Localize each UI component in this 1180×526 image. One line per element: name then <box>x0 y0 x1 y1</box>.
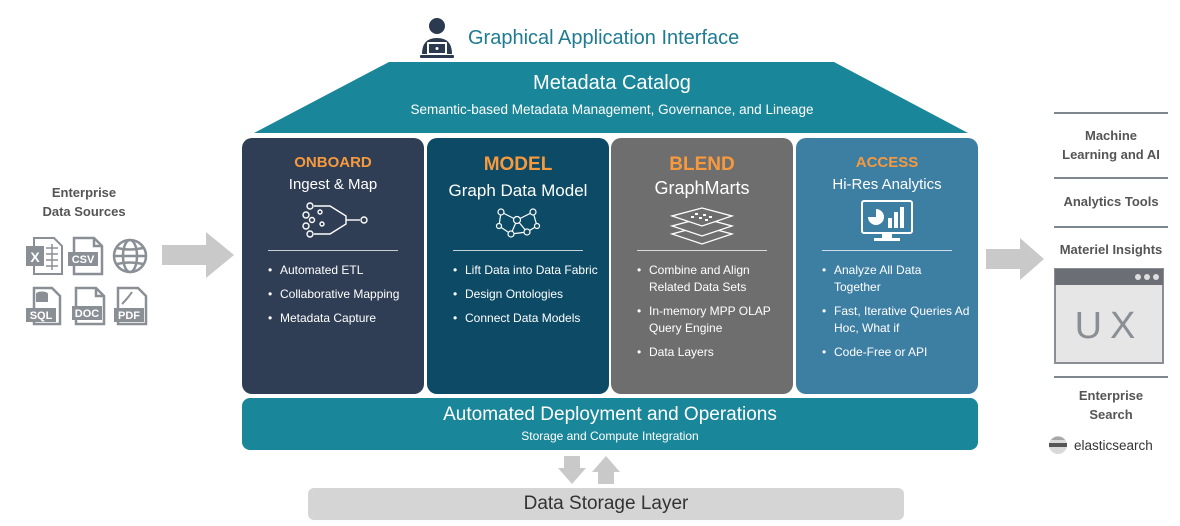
output-label-line: Learning and AI <box>1062 147 1160 162</box>
user-laptop-icon <box>420 18 454 58</box>
pillar-divider <box>268 250 398 251</box>
output-label-line: Enterprise <box>1078 388 1144 403</box>
deployment-title: Automated Deployment and Operations <box>443 404 777 425</box>
pillar-bullets: Lift Data into Data Fabric Design Ontolo… <box>453 262 601 334</box>
bullet-item: Analyze All Data Together <box>822 262 970 296</box>
pillar-divider <box>822 250 952 251</box>
analytics-monitor-icon <box>861 200 913 241</box>
metadata-catalog: Metadata Catalog Semantic-based Metadata… <box>246 70 978 117</box>
bullet-item: Metadata Capture <box>268 310 416 327</box>
pillar-onboard: ONBOARD Ingest & Map Automated ETL Colla… <box>242 138 424 394</box>
output-arrow-icon <box>986 238 1044 280</box>
output-materiel-insights: Materiel Insights <box>1059 242 1163 257</box>
pdf-file-icon: PDF <box>114 286 148 326</box>
file-type-label: CSV <box>72 254 95 266</box>
bullet-item: Connect Data Models <box>453 310 601 327</box>
globe-icon <box>112 238 148 274</box>
deployment-bar: Automated Deployment and Operations Stor… <box>242 398 978 450</box>
elasticsearch-label: elasticsearch <box>1074 437 1153 453</box>
bullet-item: Data Layers <box>637 344 785 361</box>
bullet-item: Automated ETL <box>268 262 416 279</box>
pillar-model: MODEL Graph Data Model Lift Data into Da… <box>427 138 609 394</box>
output-machine-learning: Machine Learning and AI <box>1050 126 1172 164</box>
csv-file-icon: CSV <box>68 236 104 276</box>
bullet-item: Collaborative Mapping <box>268 286 416 303</box>
pillar-heading: ACCESS <box>855 154 919 171</box>
sources-title-line: Enterprise <box>51 185 117 200</box>
stacked-layers-icon <box>669 207 735 245</box>
output-analytics-tools: Analytics Tools <box>1063 194 1159 209</box>
file-type-label: SQL <box>30 310 53 322</box>
file-type-label: DOC <box>75 308 100 320</box>
funnel-icon <box>302 202 368 238</box>
graph-network-icon <box>495 208 541 238</box>
bullet-item: Lift Data into Data Fabric <box>453 262 601 279</box>
output-divider <box>1054 226 1168 228</box>
pillar-bullets: Combine and Align Related Data Sets In-m… <box>637 262 785 368</box>
pillar-divider <box>637 250 767 251</box>
file-type-label: PDF <box>118 310 140 322</box>
pillar-subheading: Ingest & Map <box>288 176 378 193</box>
pillar-heading: BLEND <box>669 154 735 175</box>
output-divider <box>1054 177 1168 179</box>
bullet-item: Fast, Iterative Queries Ad Hoc, What if <box>822 303 970 337</box>
pillar-access: ACCESS Hi-Res Analytics Analyze All Data… <box>796 138 978 394</box>
bullet-item: Code-Free or API <box>822 344 970 361</box>
pillar-blend: BLEND GraphMarts Combine and Align Relat… <box>611 138 793 394</box>
deployment-subtitle: Storage and Compute Integration <box>521 429 699 443</box>
output-divider <box>1054 376 1168 378</box>
bidirectional-arrows-icon <box>558 456 620 484</box>
ux-label: UX <box>1075 305 1144 347</box>
output-enterprise-search: Enterprise Search <box>1050 386 1172 424</box>
input-arrow-icon <box>162 232 234 278</box>
catalog-subtitle: Semantic-based Metadata Management, Gove… <box>410 102 814 117</box>
file-type-label: X <box>30 249 40 265</box>
pillar-heading: ONBOARD <box>294 154 372 171</box>
app-interface-header: Graphical Application Interface <box>418 16 739 60</box>
pillar-subheading: GraphMarts <box>654 178 750 198</box>
ux-window-icon: UX <box>1054 268 1164 364</box>
bullet-item: Combine and Align Related Data Sets <box>637 262 785 296</box>
pillar-bullets: Analyze All Data Together Fast, Iterativ… <box>822 262 970 368</box>
output-label-line: Machine <box>1084 128 1137 143</box>
catalog-title: Metadata Catalog <box>533 72 691 94</box>
pillar-subheading: Graph Data Model <box>448 181 588 200</box>
sql-file-icon: SQL <box>26 286 62 326</box>
pillar-heading: MODEL <box>483 154 553 175</box>
pillar-divider <box>453 250 583 251</box>
data-sources-title: Enterprise Data Sources <box>20 183 148 221</box>
app-interface-title: Graphical Application Interface <box>468 26 740 49</box>
doc-file-icon: DOC <box>72 286 106 326</box>
pillar-bullets: Automated ETL Collaborative Mapping Meta… <box>268 262 416 334</box>
output-label-line: Search <box>1089 407 1133 422</box>
bullet-item: Design Ontologies <box>453 286 601 303</box>
pillar-subheading: Hi-Res Analytics <box>832 176 942 193</box>
sources-title-line: Data Sources <box>42 204 126 219</box>
elasticsearch-icon <box>1049 436 1067 454</box>
data-storage-layer: Data Storage Layer <box>308 488 904 520</box>
excel-file-icon: X <box>26 237 63 275</box>
elasticsearch-logo: elasticsearch <box>1048 434 1153 456</box>
output-divider <box>1054 112 1168 114</box>
bullet-item: In-memory MPP OLAP Query Engine <box>637 303 785 337</box>
